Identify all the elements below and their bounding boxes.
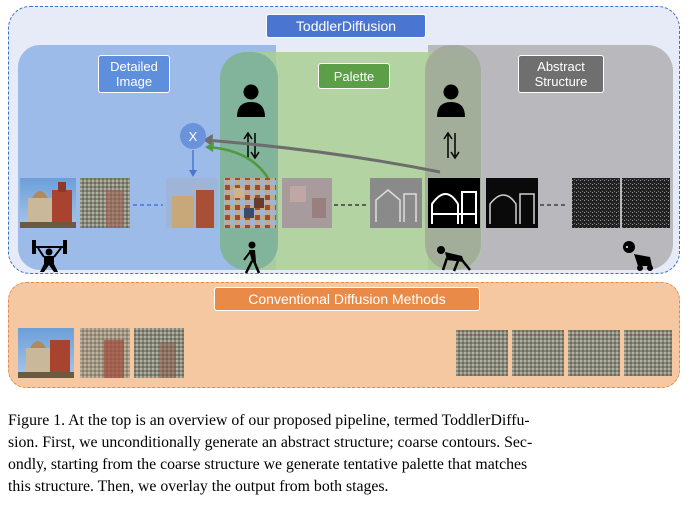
caption-line: ondly, starting from the coarse structur…: [8, 456, 528, 473]
detailed-image-label: Detailed Image: [98, 55, 170, 93]
blurred-palette-thumb: [282, 178, 332, 228]
person-icon: [237, 84, 265, 117]
person-icon: [437, 84, 465, 117]
figure-caption: Figure 1. At the top is an overview of o…: [8, 410, 686, 498]
blended-image-thumb: [166, 178, 218, 228]
crawling-person-icon: [437, 246, 471, 272]
structure-user-lane: [425, 45, 481, 270]
multiply-node: X: [180, 123, 206, 149]
bottom-image-strip: [18, 328, 672, 378]
caption-line: sion. First, we unconditionally generate…: [8, 434, 533, 451]
noisy-image-thumb: [80, 178, 130, 228]
walking-person-icon: [243, 241, 261, 274]
up-down-arrows-icon: [243, 131, 260, 160]
conventional-diffusion-title: Conventional Diffusion Methods: [214, 287, 480, 311]
up-down-arrows-icon: [443, 131, 460, 160]
noisy-contour-thumb: [572, 178, 620, 228]
conventional-detailed-thumb: [18, 328, 74, 378]
conventional-noise-thumb-4: [624, 330, 672, 376]
caption-line: Figure 1. At the top is an overview of o…: [8, 412, 530, 429]
conventional-slight-noise-thumb: [80, 328, 130, 378]
baby-icon: [623, 241, 653, 271]
abstract-structure-label: Abstract Structure: [518, 55, 604, 93]
conventional-noise-thumb-3: [568, 330, 620, 376]
conventional-noise-thumb-1: [456, 330, 508, 376]
contour-thumb: [428, 178, 480, 228]
noise-thumb: [622, 178, 670, 228]
overlay-arrow: [204, 138, 441, 174]
toddlerdiffusion-title: ToddlerDiffusion: [266, 14, 426, 38]
palette-label: Palette: [318, 63, 390, 89]
detailed-image-thumb: [20, 178, 76, 228]
faded-sketch-thumb: [370, 178, 422, 228]
dim-contour-thumb: [486, 178, 538, 228]
palette-thumb: [224, 178, 276, 228]
weightlifter-icon: [32, 240, 67, 272]
conventional-more-noise-thumb: [134, 328, 184, 378]
top-image-strip: [20, 178, 670, 228]
palette-arrow: [207, 145, 270, 179]
caption-line: this structure. Then, we overlay the out…: [8, 478, 389, 495]
conventional-noise-thumb-2: [512, 330, 564, 376]
